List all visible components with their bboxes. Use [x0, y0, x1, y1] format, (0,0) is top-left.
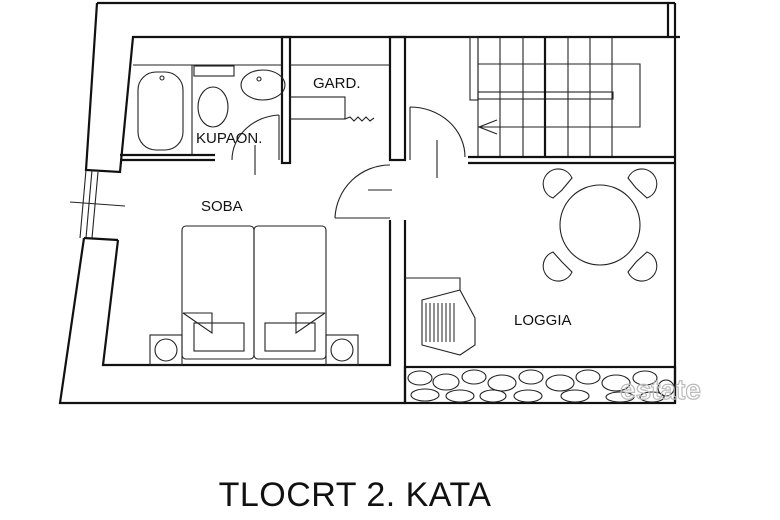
- watermark: estate: [620, 374, 701, 405]
- room-label-kupaon: KUPAON.: [196, 130, 262, 147]
- double-bed: [149, 225, 359, 366]
- chair-icon: [542, 168, 573, 199]
- plan-title: TLOCRT 2. KATA: [218, 476, 492, 514]
- toilet-icon: [197, 86, 229, 128]
- arrow-left-icon: [477, 119, 498, 135]
- chair-icon: [542, 251, 573, 282]
- window: [69, 169, 126, 239]
- lamp-icon: [154, 338, 178, 362]
- staircase: [469, 36, 641, 157]
- lamp-icon: [330, 338, 354, 362]
- room-label-soba: SOBA: [201, 198, 243, 215]
- partition-wall: [388, 35, 407, 162]
- wardrobe: [289, 96, 346, 120]
- room-label-gard: GARD.: [313, 75, 361, 92]
- bathtub-icon: [137, 71, 184, 151]
- room-label-loggia: LOGGIA: [514, 312, 572, 329]
- sink-icon: [240, 69, 286, 101]
- toilet-tank: [193, 65, 235, 77]
- door-swing: [409, 106, 466, 158]
- outer-walls: [58, 1, 680, 405]
- chair-icon: [627, 168, 658, 199]
- door-swing: [231, 114, 280, 161]
- soba-walls: [101, 153, 407, 403]
- dining-table: [542, 168, 658, 282]
- stone-planter: [403, 365, 677, 405]
- chair-icon: [627, 251, 658, 282]
- door-swing: [334, 164, 391, 219]
- barbecue: [405, 277, 476, 356]
- partition-wall: [280, 35, 292, 165]
